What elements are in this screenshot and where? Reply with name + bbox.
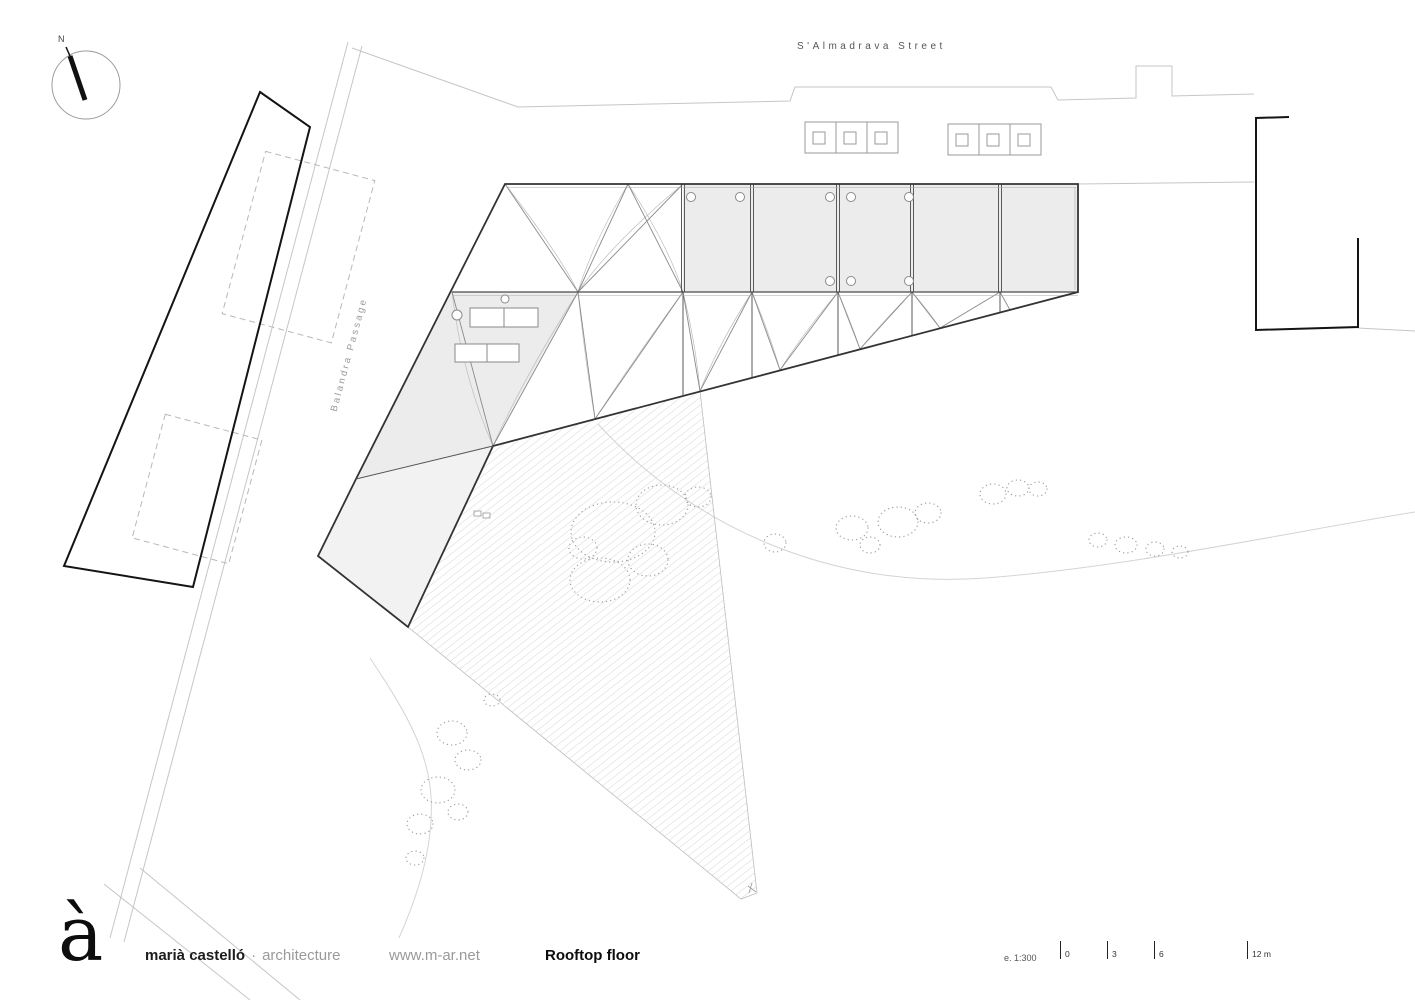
compass-circle — [51, 50, 121, 120]
north-label: N — [58, 34, 65, 44]
drawing-title: Rooftop floor — [545, 947, 640, 964]
scale-tick-3: 3 — [1107, 941, 1117, 959]
scale-tick-12: 12 m — [1247, 941, 1271, 959]
studio-type: architecture — [262, 947, 341, 964]
context-skylight-boxes — [804, 121, 1042, 156]
website-link[interactable]: www.m-ar.net — [389, 947, 480, 964]
roof-upper-left-band — [452, 184, 683, 292]
scale-label: e. 1:300 — [1004, 953, 1037, 963]
neighbor-building-left — [62, 90, 312, 589]
roof-gray-band — [683, 184, 1078, 292]
section-markers — [473, 510, 757, 894]
roof-terrace — [318, 446, 493, 627]
roof-left-gray — [356, 292, 578, 479]
context-streets — [103, 41, 1415, 1000]
studio-name: marià castelló — [145, 947, 246, 964]
neighbor-building-right — [1255, 116, 1359, 332]
studio-credit: marià castelló · architecture — [145, 947, 340, 964]
neighbor-buildings-dashed — [131, 150, 376, 565]
studio-logo: à — [58, 889, 104, 978]
skylight-circles — [686, 192, 914, 286]
rooftop-equipment — [451, 294, 539, 363]
north-needle-icon — [67, 55, 88, 101]
street-label-almadrava: S'Almadrava Street — [797, 41, 946, 52]
separator-dot: · — [251, 947, 257, 964]
scale-tick-6: 6 — [1154, 941, 1164, 959]
structure-columns — [681, 184, 1002, 395]
scale-tick-0: 0 — [1060, 941, 1070, 959]
roof-plan — [316, 183, 1079, 629]
north-compass — [51, 46, 121, 120]
roof-outline — [316, 183, 1079, 629]
